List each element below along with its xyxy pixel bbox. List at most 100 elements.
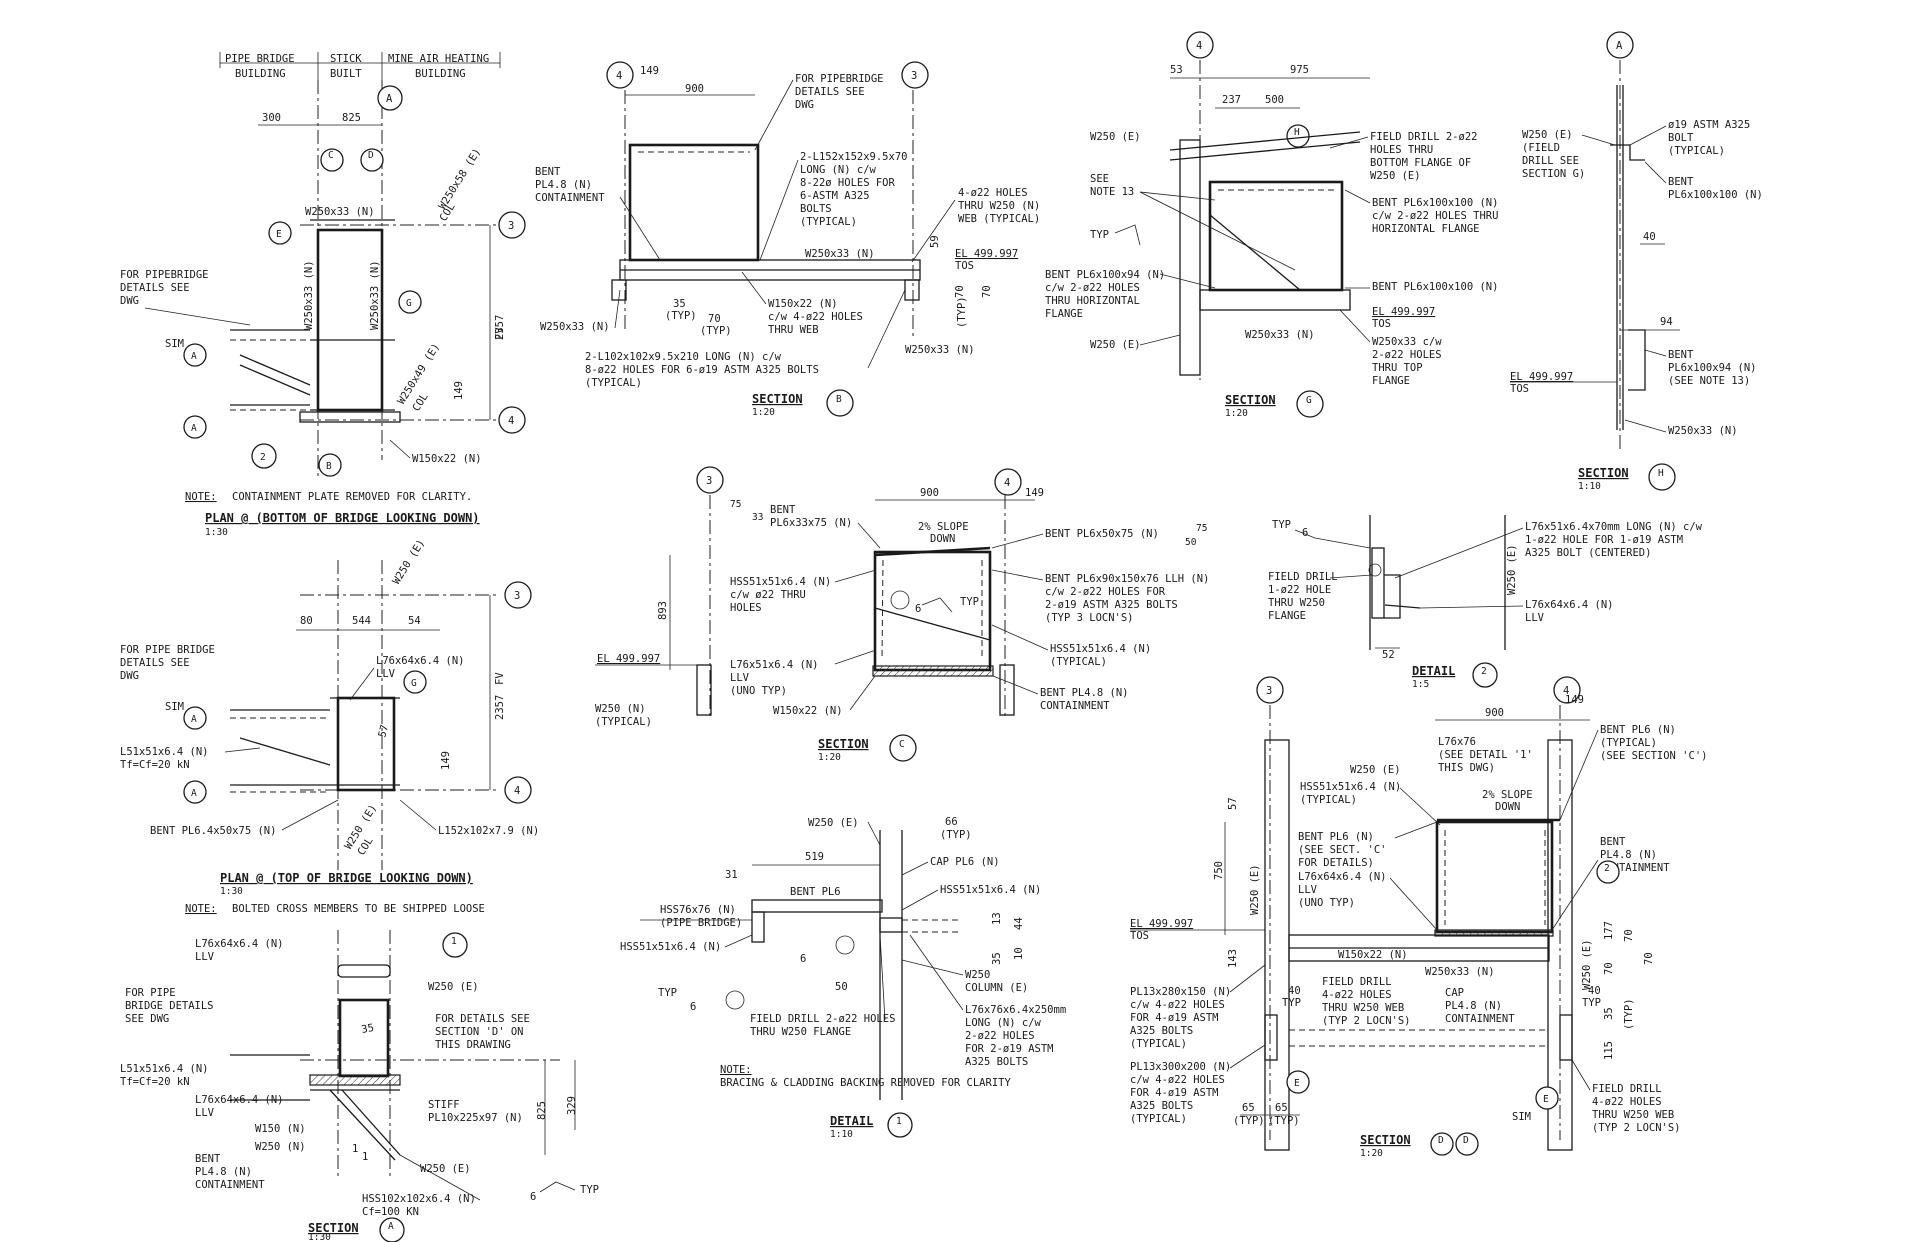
svg-text:BENT PL6x100x94 (N): BENT PL6x100x94 (N) <box>1045 269 1165 281</box>
section-tag-a-top-1: A <box>183 706 207 730</box>
svg-text:W250x33 (N): W250x33 (N) <box>1425 966 1495 978</box>
svg-text:70: 70 <box>1623 929 1635 942</box>
svg-text:Tf=Cf=20 kN: Tf=Cf=20 kN <box>120 1076 190 1088</box>
svg-text:1:20: 1:20 <box>752 407 775 418</box>
svg-text:G: G <box>411 678 417 689</box>
svg-text:35: 35 <box>991 952 1003 965</box>
svg-text:TOS: TOS <box>955 260 974 272</box>
svg-text:HSS51x51x6.4 (N): HSS51x51x6.4 (N) <box>730 576 831 588</box>
grid-bubble-4-c <box>994 468 1022 496</box>
svg-text:LLV: LLV <box>195 951 215 963</box>
section-d-tag-e-2: E <box>1535 1086 1559 1110</box>
svg-text:4-ø22 HOLES: 4-ø22 HOLES <box>1592 1096 1662 1108</box>
grid-bubble-3 <box>498 211 526 239</box>
svg-text:57: 57 <box>376 723 391 738</box>
svg-text:PL10x225x97 (N): PL10x225x97 (N) <box>428 1112 523 1124</box>
svg-text:(TYPICAL): (TYPICAL) <box>800 216 857 228</box>
svg-text:1:30: 1:30 <box>308 1232 331 1242</box>
svg-text:57: 57 <box>1227 797 1239 810</box>
grid-3-label: 3 <box>508 220 514 232</box>
svg-text:W250 (E): W250 (E) <box>1581 939 1593 990</box>
svg-text:FV: FV <box>494 672 506 685</box>
svg-text:D: D <box>368 150 374 161</box>
detail-1-note: BRACING & CLADDING BACKING REMOVED FOR C… <box>720 1077 1011 1089</box>
svg-text:Cf=100 KN: Cf=100 KN <box>362 1206 419 1218</box>
detail-tag-2: 2 <box>251 443 277 469</box>
svg-text:(SEE SECTION 'C'): (SEE SECTION 'C') <box>1600 750 1707 762</box>
svg-text:65: 65 <box>1242 1102 1255 1114</box>
svg-text:1:20: 1:20 <box>1360 1148 1383 1159</box>
header-mine-air: MINE AIR HEATING <box>388 53 489 65</box>
svg-text:c/w 4-ø22 HOLES: c/w 4-ø22 HOLES <box>1130 999 1225 1011</box>
header-pipe-bridge: PIPE BRIDGE <box>225 53 295 65</box>
svg-text:THIS DWG): THIS DWG) <box>1438 762 1495 774</box>
svg-text:(TYP): (TYP) <box>1623 998 1635 1030</box>
svg-text:W250x33 c/w: W250x33 c/w <box>1372 336 1442 348</box>
label-l51: L51x51x6.4 (N) <box>120 746 209 758</box>
svg-text:44: 44 <box>1013 917 1025 930</box>
pipebridge-note-2: DETAILS SEE <box>120 282 190 294</box>
svg-text:1:10: 1:10 <box>830 1129 853 1140</box>
svg-text:TYP: TYP <box>580 1184 599 1196</box>
svg-text:c/w 2-ø22 HOLES THRU: c/w 2-ø22 HOLES THRU <box>1372 210 1498 222</box>
svg-text:THRU W250 WEB: THRU W250 WEB <box>1322 1002 1404 1014</box>
svg-text:BENT: BENT <box>1668 349 1694 361</box>
detail-2-tag <box>1472 662 1498 688</box>
svg-text:SEE: SEE <box>1090 173 1109 185</box>
svg-text:1:20: 1:20 <box>1225 408 1248 419</box>
section-tag-b: B <box>318 453 342 477</box>
svg-text:H: H <box>1658 468 1664 479</box>
label-w250x33-vert-1: W250x33 (N) <box>303 260 315 330</box>
section-tag-a-top-2: A <box>183 780 207 804</box>
svg-text:40: 40 <box>1288 985 1301 997</box>
grid-bubble-3-b <box>901 61 929 89</box>
svg-text:31: 31 <box>725 869 738 881</box>
svg-text:W250x33 (N): W250x33 (N) <box>805 248 875 260</box>
svg-text:THIS DRAWING: THIS DRAWING <box>435 1039 511 1051</box>
svg-text:2-ø22 HOLES: 2-ø22 HOLES <box>965 1030 1035 1042</box>
svg-text:THRU W250 WEB: THRU W250 WEB <box>1592 1109 1674 1121</box>
grid-bubble-4 <box>498 406 526 434</box>
grid-bubble-3-c <box>696 466 724 494</box>
svg-text:3: 3 <box>706 475 712 487</box>
svg-text:WEB (TYPICAL): WEB (TYPICAL) <box>958 213 1040 225</box>
svg-text:(TYPICAL): (TYPICAL) <box>1600 737 1657 749</box>
svg-text:W250: W250 <box>965 969 990 981</box>
svg-text:10: 10 <box>1013 947 1025 960</box>
svg-text:W150x22 (N): W150x22 (N) <box>773 705 843 717</box>
svg-text:FLANGE: FLANGE <box>1268 610 1306 622</box>
svg-text:BENT: BENT <box>535 166 561 178</box>
section-d-tag-e-1: E <box>1286 1070 1310 1094</box>
svg-text:6: 6 <box>915 603 921 615</box>
svg-text:66: 66 <box>945 816 958 828</box>
svg-text:W250 (E): W250 (E) <box>420 1163 471 1175</box>
svg-text:W250 (E): W250 (E) <box>1090 339 1141 351</box>
svg-text:W250x33 (N): W250x33 (N) <box>1245 329 1315 341</box>
header-built: BUILT <box>330 68 362 80</box>
dim-2357: 2357 <box>494 315 506 340</box>
svg-text:6-ASTM A325: 6-ASTM A325 <box>800 190 870 202</box>
svg-text:4: 4 <box>1563 685 1569 697</box>
svg-text:52: 52 <box>1382 649 1395 661</box>
section-c-tag <box>889 734 917 762</box>
svg-text:W250 (E): W250 (E) <box>1522 129 1573 141</box>
svg-text:DOWN: DOWN <box>930 533 955 545</box>
dim-149: 149 <box>453 381 465 400</box>
svg-text:(SEE SECT. 'C': (SEE SECT. 'C' <box>1298 844 1387 856</box>
section-h-title: SECTION <box>1578 466 1629 480</box>
svg-text:BENT PL6x100x100 (N): BENT PL6x100x100 (N) <box>1372 197 1498 209</box>
svg-text:D: D <box>1463 1135 1469 1146</box>
svg-text:A325 BOLTS: A325 BOLTS <box>1130 1100 1193 1112</box>
svg-text:HOLES THRU: HOLES THRU <box>1370 144 1433 156</box>
section-g-view: 4 53 975 237 500 H W250 (E) FIELD DRILL … <box>1045 31 1498 419</box>
svg-text:(TYPICAL): (TYPICAL) <box>1668 145 1725 157</box>
svg-text:STIFF: STIFF <box>428 1099 460 1111</box>
svg-text:BENT PL6 (N): BENT PL6 (N) <box>1600 724 1676 736</box>
grid-bubble-a <box>377 85 403 111</box>
svg-text:PL4.8 (N): PL4.8 (N) <box>1600 849 1657 861</box>
svg-text:W250 (E): W250 (E) <box>1506 544 1518 595</box>
svg-text:NOTE:: NOTE: <box>720 1064 752 1076</box>
section-g-tag <box>1296 390 1324 418</box>
svg-text:1-ø22 HOLE: 1-ø22 HOLE <box>1268 584 1331 596</box>
grid-bubble-4-g <box>1186 31 1214 59</box>
